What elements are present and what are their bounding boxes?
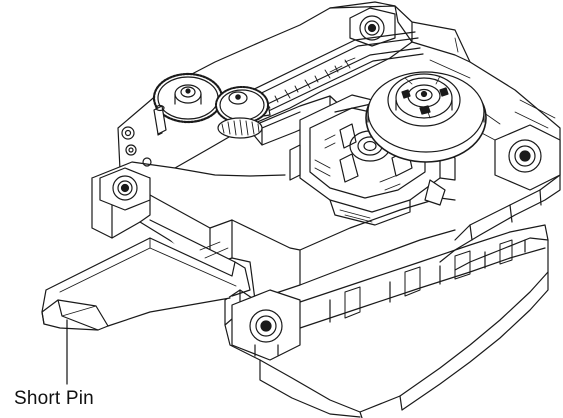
guide-rails [239, 31, 424, 146]
large-drive-gear [152, 72, 224, 124]
flat-flex-cable [41, 219, 251, 331]
gear-train [152, 72, 269, 139]
motor-pinion [153, 104, 167, 135]
worm-gear [217, 117, 263, 139]
idler-gear [215, 86, 269, 124]
traverse-chassis [91, 1, 561, 418]
short-pin [41, 299, 109, 331]
short-pin-label: Short Pin [14, 388, 94, 409]
spindle-turntable [365, 71, 487, 163]
